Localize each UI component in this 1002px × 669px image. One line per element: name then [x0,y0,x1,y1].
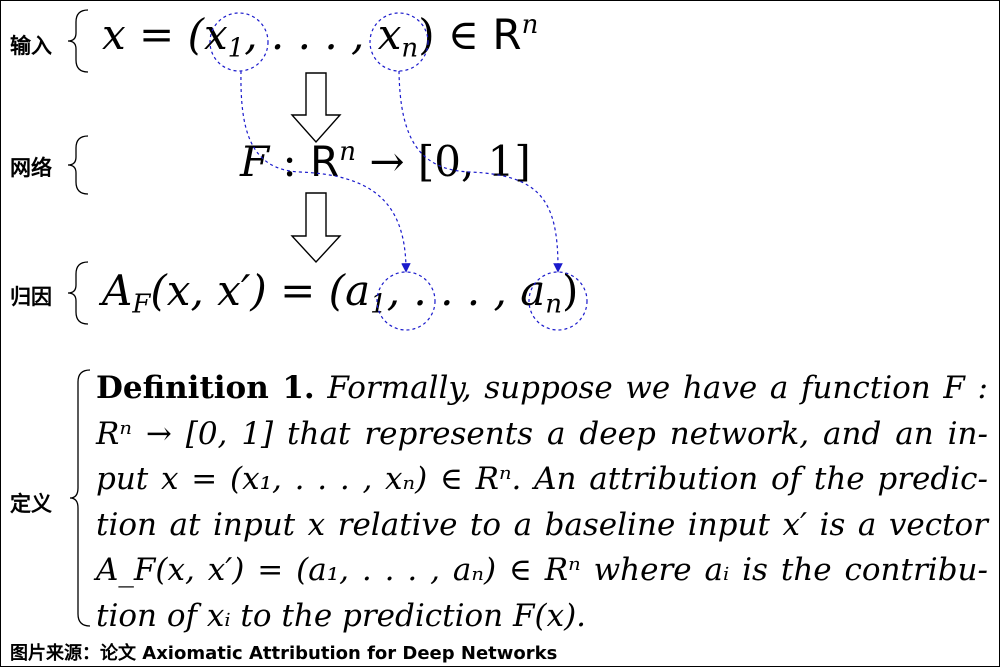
figure-caption: 图片来源：论文 Axiomatic Attribution for Deep N… [10,643,558,664]
definition-line: tion at input x relative to a baseline i… [96,506,988,543]
input-dots: , . . . , [244,10,378,60]
definition-head: Definition 1. [96,370,315,406]
input-xn: x [377,10,402,60]
input-lhs: x = ( [102,10,204,60]
definition-line: Definition 1. Formally, suppose we have … [96,366,988,412]
network-colon: : [269,137,311,187]
curly-brace-icon [69,369,91,627]
attr-a1: a [345,266,371,315]
curly-brace-icon [67,261,89,325]
label-input: 输入 [10,34,52,58]
network-formula: F : Rn → [0, 1] [240,137,531,186]
curly-brace-icon [67,135,89,195]
definition-paragraph: Definition 1. Formally, suppose we have … [96,366,988,639]
input-R-sup: n [521,10,539,40]
network-R-sup: n [339,137,356,167]
attr-close: ) [562,266,579,315]
highlight-circle-a1 [376,271,436,331]
definition-line: put x = (x₁, . . . , xₙ) ∈ Rⁿ. An attrib… [96,461,988,497]
highlight-circle-x1 [209,12,269,72]
attr-A: A [102,266,133,315]
label-attribution: 归因 [10,285,52,309]
input-R: R [492,10,522,60]
definition-line: tion of xᵢ to the prediction F(x). [96,597,587,634]
attr-an: a [520,266,546,315]
down-arrow-icon [290,192,342,264]
highlight-circle-an [528,271,588,331]
attr-args: (x, x′) = ( [150,266,346,315]
network-R: R [310,137,340,187]
down-arrow-icon [290,72,342,144]
attr-a1-sub: 1 [370,289,387,320]
network-F: F [240,137,270,187]
input-close: ) ∈ [418,10,493,60]
network-arrow: → [355,137,418,187]
attr-A-sub: F [132,289,151,320]
connector-x1-a1 [240,70,411,273]
label-definition: 定义 [10,492,52,516]
input-xn-sub: n [401,33,419,64]
label-network: 网络 [10,156,52,180]
connector-xn-an [398,70,563,273]
definition-line: A_F(x, x′) = (a₁, . . . , aₙ) ∈ Rⁿ where… [96,552,988,588]
definition-line-text: Formally, suppose we have a function F : [327,370,988,406]
input-formula: x = (x1, . . . , xn) ∈ Rn [102,10,538,63]
curly-brace-icon [67,9,89,73]
definition-line: Rⁿ → [0, 1] that represents a deep netwo… [96,415,988,452]
attr-dots: , . . . , [386,266,521,315]
input-x1-sub: 1 [227,33,245,64]
highlight-circle-xn [369,12,429,72]
attr-an-sub: n [545,289,563,320]
attribution-formula: AF(x, x′) = (a1, . . . , an) [102,266,578,319]
